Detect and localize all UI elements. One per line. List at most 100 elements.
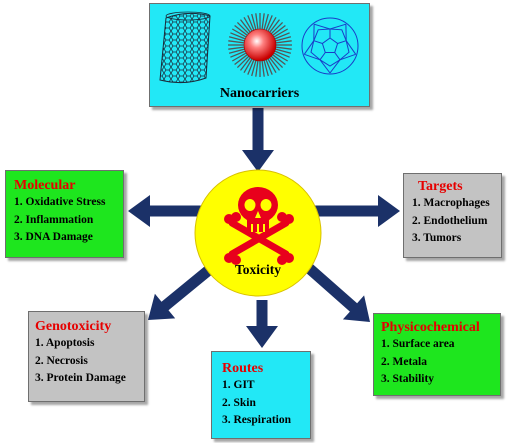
genotoxicity-box: Genotoxicity 1. Apoptosis 2. Necrosis 3.…: [28, 311, 145, 402]
list-item: 3. Stability: [381, 373, 435, 385]
routes-box: Routes 1. GIT 2. Skin 3. Respiration: [211, 351, 311, 439]
ligand-line: [228, 36, 245, 42]
physicochemical-list: 1. Surface area 2. Metala 3. Stability: [381, 336, 500, 389]
ligand-line: [228, 46, 245, 50]
ligand-line: [231, 52, 247, 62]
ligand-line: [236, 21, 250, 35]
arrow-to-molecular: [128, 195, 210, 227]
physicochemical-box: Physicochemical 1. Surface area 2. Metal…: [373, 313, 501, 396]
list-item: 1. Apoptosis: [35, 337, 95, 349]
list-item: 2. Inflammation: [14, 213, 94, 226]
molecular-title: Molecular: [14, 178, 76, 193]
ligand-line: [274, 32, 290, 40]
genotoxicity-list: 1. Apoptosis 2. Necrosis 3. Protein Dama…: [35, 335, 144, 388]
list-item: 1. Oxidative Stress: [14, 196, 106, 208]
ligand-line: [243, 58, 253, 74]
nanocarrier-illustrations: [159, 11, 359, 84]
list-item: 2. Skin: [222, 396, 256, 409]
ligand-line: [236, 55, 250, 69]
ligand-line: [272, 24, 286, 36]
list-item: 3. Protein Damage: [35, 372, 126, 384]
ligand-line: [275, 40, 292, 44]
fullerene-edge: [329, 28, 347, 41]
ligand-line: [265, 59, 273, 75]
ligand-line: [243, 16, 253, 32]
ligand-line: [255, 60, 259, 77]
routes-list: 1. GIT 2. Skin 3. Respiration: [222, 377, 310, 430]
list-item: 3. DNA Damage: [14, 231, 93, 243]
ligand-line: [267, 16, 277, 32]
genotoxicity-title: Genotoxicity: [35, 319, 112, 334]
nanocarriers-box: Nanocarriers: [149, 3, 370, 107]
ligand-line: [270, 21, 284, 35]
fullerene-edge: [319, 59, 331, 74]
ligand-line: [261, 60, 265, 77]
carbon-nanotube-icon: [159, 11, 211, 84]
fullerene-edge: [304, 53, 321, 61]
ligand-line: [230, 32, 246, 40]
ligand-line: [230, 50, 246, 58]
arrow-to-targets: [310, 195, 400, 227]
ligand-line: [247, 15, 255, 31]
fullerene-icon: [301, 17, 359, 75]
fullerene-edge: [329, 59, 341, 74]
molecular-box: Molecular 1. Oxidative Stress 2. Inflamm…: [5, 170, 124, 258]
ligand-line: [228, 48, 245, 54]
molecular-list: 1. Oxidative Stress 2. Inflammation 3. D…: [14, 194, 123, 247]
list-item: 2. Necrosis: [35, 354, 88, 367]
toxicity-label: Toxicity: [234, 262, 281, 277]
ligand-line: [228, 40, 245, 44]
skull-crossbones-icon: [224, 187, 294, 265]
fullerene-edge: [319, 59, 341, 67]
targets-box: Targets 1. Macrophages 2. Endothelium 3.…: [403, 173, 502, 258]
list-item: 3. Respiration: [222, 414, 291, 426]
list-item: 2. Metala: [381, 355, 427, 368]
fullerene-edge: [329, 23, 347, 30]
ligand-line: [255, 13, 259, 30]
fullerene-edge: [313, 28, 331, 41]
fullerene-edge: [313, 40, 323, 44]
fullerene-edge: [313, 23, 331, 30]
ligand-line: [274, 50, 290, 58]
fullerene-edge: [339, 53, 356, 61]
ligand-line: [251, 60, 257, 77]
targets-title: Targets: [418, 179, 463, 194]
arrow-to-physicochemical: [298, 257, 370, 322]
ligand-line: [273, 28, 289, 38]
ligand-line: [270, 55, 284, 69]
nanoparticle-sphere-icon: [228, 13, 292, 77]
ligand-line: [261, 13, 265, 30]
fullerene-edge: [345, 40, 357, 55]
ligand-line: [251, 13, 257, 30]
list-item: 1. GIT: [222, 379, 255, 391]
fullerene-edge: [339, 40, 350, 61]
arrow-nanocarriers-to-toxicity: [242, 108, 274, 172]
routes-title: Routes: [222, 361, 264, 376]
ligand-line: [269, 19, 281, 33]
fullerene-edge: [319, 52, 326, 61]
ligand-line: [263, 60, 269, 77]
fullerene-edge: [337, 40, 347, 44]
ligand-line: [234, 24, 248, 36]
ligand-line: [247, 59, 255, 75]
list-item: 2. Endothelium: [412, 214, 488, 227]
ligand-line: [273, 52, 289, 62]
ligand-line: [275, 46, 292, 50]
fullerene-edge: [334, 52, 341, 61]
ligand-line: [267, 58, 277, 74]
arrow-to-routes: [246, 300, 278, 348]
list-item: 1. Surface area: [381, 338, 455, 350]
fullerene-edge: [321, 37, 339, 53]
nanocarriers-label: Nanocarriers: [219, 86, 300, 101]
fullerene-edge: [310, 40, 321, 61]
arrow-to-genotoxicity: [148, 260, 219, 320]
ligand-line: [231, 28, 247, 38]
ligand-line: [275, 48, 292, 54]
ligand-line: [263, 13, 269, 30]
toxicity-circle: [194, 169, 322, 297]
ligand-line: [275, 36, 292, 42]
list-item: 1. Macrophages: [412, 197, 490, 209]
ligand-line: [239, 57, 251, 71]
targets-list: 1. Macrophages 2. Endothelium 3. Tumors: [412, 195, 501, 248]
